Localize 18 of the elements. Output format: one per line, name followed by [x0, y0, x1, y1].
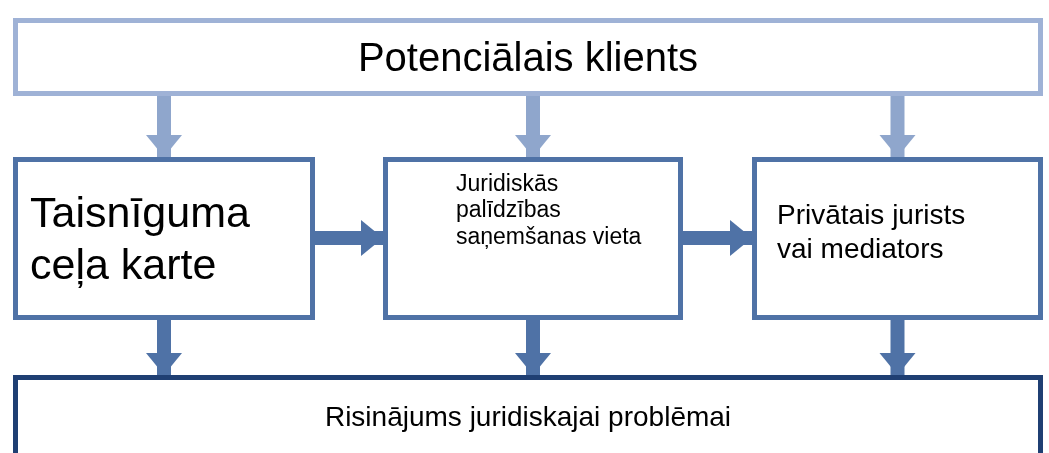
block-arrow: [515, 320, 551, 375]
block-arrow: [146, 96, 182, 157]
box-label: Taisnīguma ceļa karte: [30, 186, 251, 290]
process-box: [383, 157, 683, 320]
box-label: Risinājums juridiskajai problēmai: [324, 400, 732, 434]
block-arrow: [146, 320, 182, 375]
block-arrow: [515, 96, 551, 157]
process-box: [13, 157, 315, 320]
box-label: Privātais jurists vai mediators: [777, 198, 967, 266]
block-arrow: [879, 96, 916, 157]
block-arrow: [683, 220, 752, 256]
box-label: Juridiskās palīdzības saņemšanas vieta: [456, 170, 643, 250]
block-arrow: [315, 220, 383, 256]
box-label: Potenciālais klients: [357, 34, 699, 81]
block-arrow: [879, 320, 916, 375]
process-box: [13, 18, 1043, 96]
process-box: [752, 157, 1043, 320]
process-box: [13, 375, 1043, 453]
